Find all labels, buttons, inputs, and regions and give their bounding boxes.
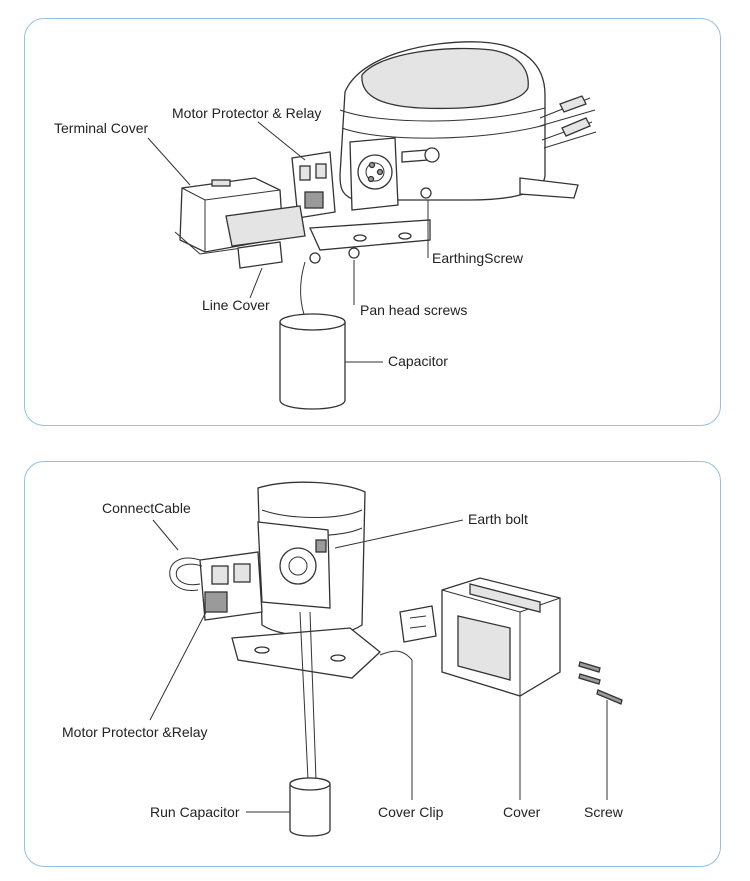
top-pan-head-screws-part (309, 247, 360, 264)
top-terminal-plate (349, 137, 399, 211)
label-motor-protector-relay-bottom: Motor Protector &Relay (62, 724, 208, 740)
top-leader-lines (147, 121, 429, 363)
top-motor-protector-relay-part (291, 151, 336, 219)
label-terminal-cover: Terminal Cover (54, 120, 149, 136)
bottom-leader-lines (149, 519, 608, 813)
label-screw: Screw (584, 804, 623, 820)
label-earth-bolt: Earth bolt (468, 511, 528, 527)
label-capacitor: Capacitor (388, 353, 448, 369)
label-cover: Cover (503, 804, 541, 820)
bottom-cover-part (441, 577, 561, 697)
bottom-diagram-panel (24, 461, 721, 867)
label-run-capacitor: Run Capacitor (150, 804, 240, 820)
top-earthing-screw-part (401, 147, 440, 199)
label-motor-protector-relay: Motor Protector & Relay (172, 105, 322, 121)
bottom-cover-clip-part (379, 605, 437, 661)
bottom-motor-protector-relay-part (199, 551, 263, 621)
label-pan-head-screws: Pan head screws (360, 302, 468, 318)
bottom-screws-part (578, 661, 623, 705)
top-line-cover-part (237, 241, 283, 269)
top-capacitor-part (279, 261, 346, 410)
label-connect-cable: ConnectCable (102, 500, 191, 516)
bottom-terminal-plate (257, 521, 331, 609)
label-line-cover: Line Cover (202, 297, 270, 313)
label-earthing-screw: EarthingScrew (432, 250, 524, 266)
label-cover-clip: Cover Clip (378, 804, 444, 820)
bottom-connect-cable-part (169, 557, 203, 591)
top-terminal-cover-part (174, 177, 306, 255)
bottom-run-capacitor-part (289, 611, 331, 837)
